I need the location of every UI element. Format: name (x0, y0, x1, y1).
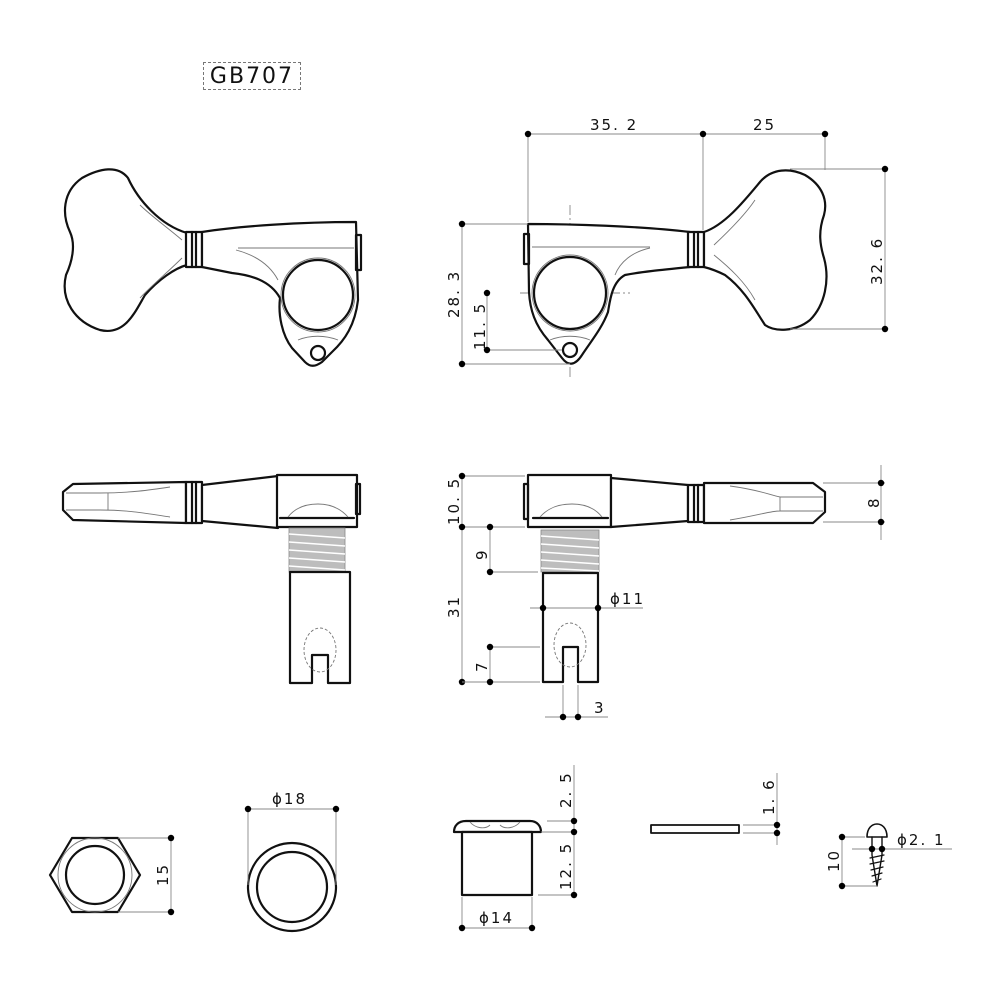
dim-bushing-body: 12. 5 (557, 842, 575, 890)
bushing: 2. 5 12. 5 ϕ14 (452, 765, 578, 932)
front-view-left-tuner (63, 168, 363, 367)
dim-thread-length: 9 (473, 548, 491, 560)
dim-post-length: 31 (445, 595, 463, 618)
key-knob (63, 168, 189, 333)
model-title: GB707 (203, 62, 301, 90)
dim-post-diameter: ϕ11 (610, 590, 645, 608)
dim-hole-offset: 11. 5 (471, 302, 489, 350)
string-post (541, 571, 600, 684)
dim-washer-diameter: ϕ18 (272, 790, 307, 808)
dim-bushing-diameter: ϕ14 (479, 909, 514, 927)
dim-knob-width: 25 (753, 116, 776, 134)
washer: ϕ18 (244, 790, 340, 933)
dim-body-height: 28. 3 (445, 270, 463, 318)
housing-side (275, 473, 359, 529)
dim-screw-diameter: ϕ2. 1 (897, 831, 946, 849)
key-ferrule (686, 230, 706, 269)
dim-slot-depth: 7 (473, 660, 491, 672)
side-view-left-tuner (61, 473, 362, 685)
dim-body-width: 35. 2 (590, 116, 638, 134)
housing-body (200, 220, 360, 367)
housing-body (526, 222, 692, 365)
post-hole (532, 255, 608, 331)
housing-side (526, 473, 613, 529)
side-view-right-tuner: 10. 5 31 9 ϕ11 7 3 8 (445, 465, 885, 721)
key-knob (702, 169, 828, 331)
hex-nut: 15 (48, 834, 175, 916)
key-knob-side (702, 481, 827, 525)
dim-knob-thickness: 8 (865, 496, 883, 508)
key-ferrule (184, 230, 204, 269)
dim-plate-thickness: 1. 6 (760, 778, 778, 815)
post-hole (281, 258, 355, 332)
dim-housing-height: 10. 5 (445, 477, 463, 525)
dim-slot-width: 3 (594, 699, 606, 717)
screw-hole (561, 341, 579, 359)
dim-bushing-flange: 2. 5 (557, 771, 575, 808)
dim-knob-height: 32. 6 (868, 237, 886, 285)
string-post (288, 570, 352, 685)
dim-nut-height: 15 (154, 863, 172, 886)
dim-screw-length: 10 (825, 849, 843, 872)
screw: 10 ϕ2. 1 (825, 823, 952, 890)
screw-hole (309, 344, 327, 362)
front-view-right-tuner: 35. 2 25 32. 6 28. 3 11. 5 (445, 116, 889, 380)
plate: 1. 6 (650, 773, 781, 845)
